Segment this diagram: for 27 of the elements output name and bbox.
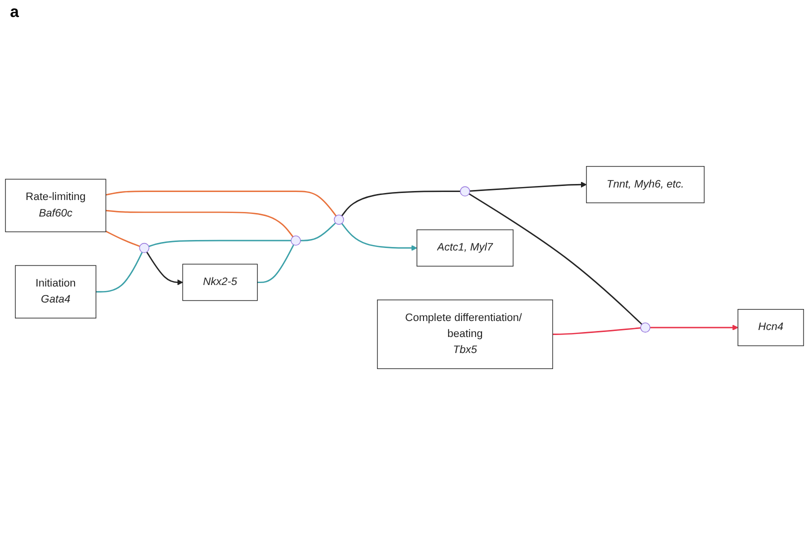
connector [257,244,294,284]
connector [96,252,143,293]
node-circle [334,215,344,226]
node-box: Rate-limiting Baf60c [5,179,106,233]
connector [106,210,294,238]
connector [341,191,460,217]
arrow [470,182,587,192]
connector [106,191,337,217]
connector [468,194,642,326]
connector [106,231,140,248]
arrow [146,252,183,286]
node-box: Tnnt, Myh6, etc. [586,166,705,204]
node-circle [460,186,470,197]
arrow [650,325,738,331]
node-box: Nkx2-5 [182,264,258,302]
node-box: Complete differentiation/ beating Tbx5 [377,300,554,370]
node-box: Actc1, Myl7 [416,230,514,267]
panel-letter: a [10,4,19,22]
node-box: Hcn4 [738,309,804,347]
node-circle [290,236,301,246]
arrow [341,223,418,252]
node-box: Initiation Gata4 [14,266,96,319]
connector [148,240,292,248]
connector [300,222,336,242]
node-circle [139,243,150,254]
node-circle [640,322,650,334]
connector [552,328,641,336]
